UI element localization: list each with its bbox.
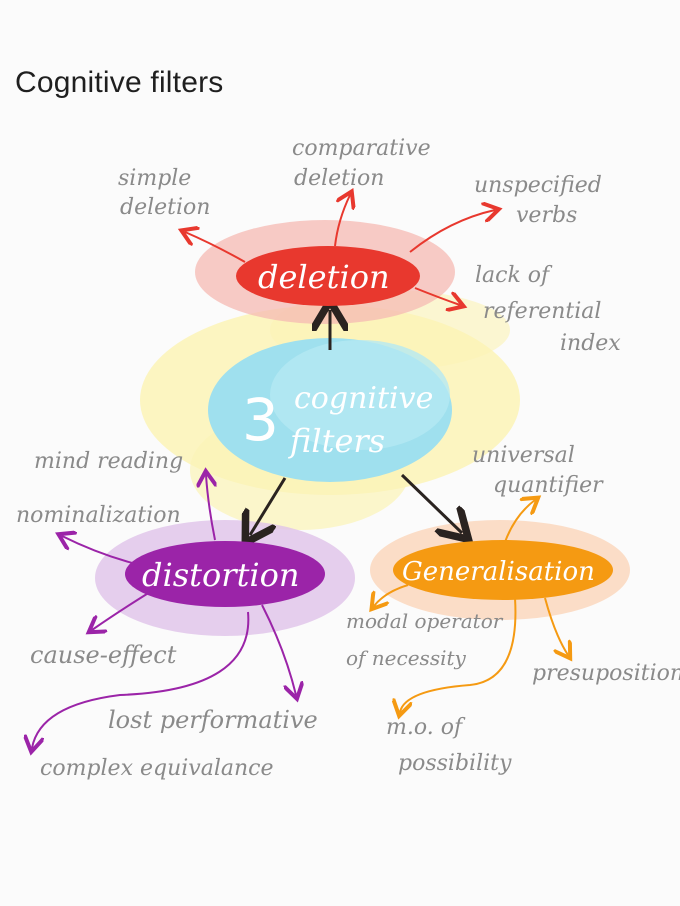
label-simple-deletion: simple deletion	[118, 166, 210, 220]
possibility-line2: possibility	[398, 751, 512, 776]
center-line2: filters	[288, 422, 385, 460]
comparative-deletion-line2: deletion	[294, 166, 384, 191]
label-comparative-deletion: comparative deletion	[292, 136, 438, 191]
arrow-unspecified-verbs	[409, 210, 495, 253]
arrow-modal-operator	[374, 584, 409, 606]
arrow-complex-equivalance	[32, 611, 250, 748]
label-presuposition: presuposition	[532, 661, 680, 686]
arrow-m-o-possibility	[400, 597, 517, 712]
label-unspecified-verbs: unspecified verbs	[474, 173, 609, 228]
arrow-center-to-generalisation	[400, 473, 462, 533]
generalisation-node: Generalisation	[393, 540, 613, 600]
referential-line2: referential	[483, 299, 601, 324]
modal-line1: modal operator	[346, 609, 504, 633]
simple-deletion-line1: simple	[118, 166, 191, 191]
label-modal-operator: modal operator of necessity	[346, 609, 509, 670]
unspecified-verbs-line2: verbs	[516, 203, 577, 228]
center-number: 3	[242, 386, 279, 454]
arrow-cause-effect	[92, 591, 151, 630]
universal-line1: universal	[472, 443, 575, 468]
distortion-label: distortion	[142, 556, 300, 594]
possibility-line1: m.o. of	[386, 715, 466, 740]
center-node: 3 cognitive filters	[208, 338, 452, 482]
center-line1: cognitive	[294, 381, 433, 416]
referential-line3: index	[560, 331, 621, 356]
arrow-comparative-deletion	[334, 195, 350, 247]
simple-deletion-line2: deletion	[120, 195, 210, 220]
arrow-lack-of-referential-index	[414, 287, 460, 305]
modal-line2: of necessity	[346, 646, 467, 670]
label-complex-equivalance: complex equivalance	[40, 756, 273, 781]
arrow-simple-deletion	[185, 232, 246, 263]
arrow-nominalization	[62, 536, 141, 566]
deletion-node: deletion	[236, 246, 420, 306]
arrow-lost-performative	[261, 604, 296, 695]
label-cause-effect: cause-effect	[30, 641, 177, 669]
generalisation-label: Generalisation	[402, 557, 595, 587]
arrow-presuposition	[544, 597, 568, 655]
label-nominalization: nominalization	[16, 503, 181, 528]
comparative-deletion-line1: comparative	[292, 136, 431, 161]
arrow-mind-reading	[206, 475, 215, 541]
label-m-o-possibility: m.o. of possibility	[386, 715, 512, 776]
unspecified-verbs-line1: unspecified	[474, 173, 602, 198]
page-title: Cognitive filters	[15, 66, 224, 99]
label-lack-of-referential-index: lack of referential index	[475, 263, 621, 356]
arrow-center-to-distortion	[250, 477, 287, 535]
distortion-node: distortion	[125, 541, 325, 607]
referential-line1: lack of	[475, 263, 553, 288]
universal-line2: quantifier	[493, 473, 604, 498]
label-lost-performative: lost performative	[108, 706, 318, 734]
arrow-universal-quantifier	[504, 500, 535, 543]
deletion-label: deletion	[258, 258, 390, 296]
label-mind-reading: mind reading	[34, 449, 183, 474]
label-universal-quantifier: universal quantifier	[472, 443, 604, 498]
